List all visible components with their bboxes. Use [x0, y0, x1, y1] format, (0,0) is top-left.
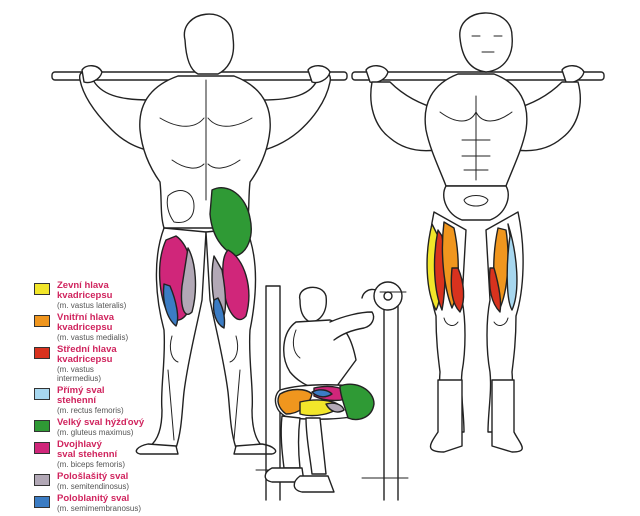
legend-latin-name: (m. biceps femoris) [57, 460, 126, 469]
back-gluteus-maximus [209, 187, 252, 257]
squat-semimembranosus [311, 389, 333, 398]
front-head [459, 12, 513, 73]
front-left-foot [429, 379, 463, 453]
legend-swatch [34, 474, 50, 486]
legend-item-vastus-intermedius: Střední hlava kvadricepsu (m. vastus int… [34, 345, 204, 383]
back-right-biceps-femoris [222, 249, 250, 321]
squat-head [299, 286, 327, 323]
legend-latin-name: (m. rectus femoris) [57, 406, 124, 415]
front-right-vastus-lateralis [506, 223, 518, 311]
legend-item-semimembranosus: Poloblanitý sval (m. semimembranosus) [34, 494, 204, 513]
legend-czech-name: Vnitřní hlava kvadricepsu [57, 312, 115, 333]
legend-item-biceps-femoris: Dvojhlavý sval stehenní (m. biceps femor… [34, 440, 204, 469]
legend-swatch [34, 347, 50, 359]
legend-latin-name: (m. semitendinosus) [57, 482, 130, 491]
back-left-arm [78, 71, 159, 153]
legend-czech-name: Dvojhlavý sval stehenní [57, 439, 118, 460]
legend-latin-name: (m. gluteus maximus) [57, 428, 134, 437]
front-right-arm [511, 81, 581, 152]
legend-swatch [34, 442, 50, 454]
front-right-foot [491, 379, 523, 453]
back-head [183, 13, 235, 75]
legend-czech-name: Poloblanitý sval [57, 493, 130, 504]
back-left-semimembranosus [162, 283, 179, 327]
legend-czech-name: Zevní hlava kvadricepsu [57, 280, 113, 301]
front-left-arm [370, 81, 441, 152]
front-right-vastus-medialis [488, 267, 502, 313]
legend-item-rectus-femoris: Přímý sval stehenní (m. rectus femoris) [34, 386, 204, 415]
squat-gluteus-maximus [339, 383, 375, 421]
legend-latin-name: (m. vastus intermedius) [57, 365, 102, 383]
squat-shin [280, 415, 301, 469]
front-view-figure [351, 12, 605, 453]
front-left-vastus-medialis [450, 267, 465, 313]
legend-latin-name: (m. vastus medialis) [57, 333, 129, 342]
squat-semitendinosus [325, 402, 345, 413]
legend-czech-name: Přímý sval stehenní [57, 385, 105, 406]
legend-latin-name: (m. vastus lateralis) [57, 301, 127, 310]
legend-item-vastus-medialis: Vnitřní hlava kvadricepsu (m. vastus med… [34, 313, 204, 342]
legend-latin-name: (m. semimembranosus) [57, 504, 142, 513]
legend-czech-name: Pološlašitý sval [57, 471, 129, 482]
legend-item-semitendinosus: Pološlašitý sval (m. semitendinosus) [34, 472, 204, 491]
legend-swatch [34, 420, 50, 432]
legend-swatch [34, 315, 50, 327]
back-left-semitendinosus [180, 247, 197, 315]
front-pelvis [443, 185, 509, 221]
muscle-legend: Zevní hlava kvadricepsu (m. vastus later… [34, 281, 204, 516]
legend-swatch [34, 388, 50, 400]
back-right-semimembranosus [212, 297, 226, 329]
back-torso [139, 75, 271, 229]
squat-figure [255, 281, 409, 501]
back-view-figure [51, 13, 348, 455]
legend-item-gluteus-maximus: Velký sval hýžďový (m. gluteus maximus) [34, 418, 204, 437]
legend-swatch [34, 496, 50, 508]
back-right-arm [253, 72, 332, 153]
legend-czech-name: Velký sval hýžďový [57, 417, 145, 428]
legend-czech-name: Střední hlava kvadricepsu [57, 344, 117, 365]
legend-swatch [34, 283, 50, 295]
legend-item-vastus-lateralis: Zevní hlava kvadricepsu (m. vastus later… [34, 281, 204, 310]
